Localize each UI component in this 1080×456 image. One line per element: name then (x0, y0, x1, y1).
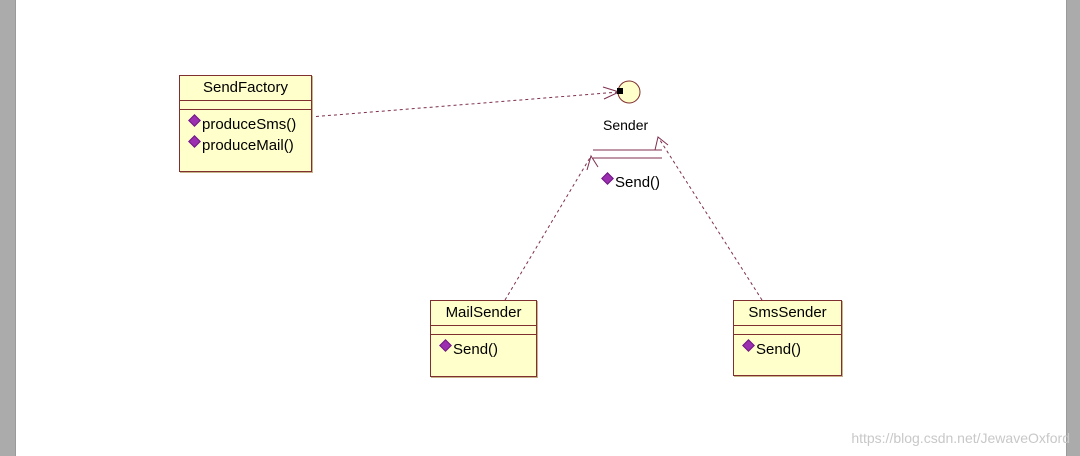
operation-icon (742, 339, 755, 352)
class-sendfactory[interactable]: SendFactory produceSms() produceMail() (179, 75, 312, 172)
realization-line-smssender (657, 136, 763, 301)
operation-label: produceMail() (202, 137, 294, 154)
operation-icon (439, 339, 452, 352)
operation-icon (188, 114, 201, 127)
operation-item[interactable]: Send() (439, 339, 536, 360)
operation-item[interactable]: produceMail() (188, 135, 311, 156)
operations-compartment: Send() (734, 335, 841, 360)
realization-arrowhead-smssender (654, 136, 669, 151)
operation-icon (188, 135, 201, 148)
operation-item[interactable]: produceSms() (188, 114, 311, 135)
class-mailsender[interactable]: MailSender Send() (430, 300, 537, 377)
operation-icon (601, 172, 614, 185)
operation-label: Send() (615, 174, 661, 191)
class-name: MailSender (431, 301, 536, 326)
operations-compartment: Send() (431, 335, 536, 360)
realization-arrowhead-mailsender (586, 154, 599, 171)
watermark: https://blog.csdn.net/JewaveOxford (851, 430, 1070, 446)
interface-name[interactable]: Sender (603, 117, 649, 133)
attributes-compartment (180, 101, 311, 110)
dependency-line (309, 91, 620, 118)
class-name: SendFactory (180, 76, 311, 101)
class-name: SmsSender (734, 301, 841, 326)
interface-operation[interactable]: Send() (601, 172, 661, 191)
operation-item[interactable]: Send() (742, 339, 841, 360)
attributes-compartment (431, 326, 536, 335)
attributes-compartment (734, 326, 841, 335)
class-smssender[interactable]: SmsSender Send() (733, 300, 842, 376)
operation-label: Send() (756, 341, 802, 358)
interface-anchor (617, 88, 623, 94)
operation-label: Send() (453, 341, 499, 358)
operations-compartment: produceSms() produceMail() (180, 110, 311, 156)
realization-line-mailsender (504, 155, 592, 301)
operation-label: produceSms() (202, 116, 297, 133)
